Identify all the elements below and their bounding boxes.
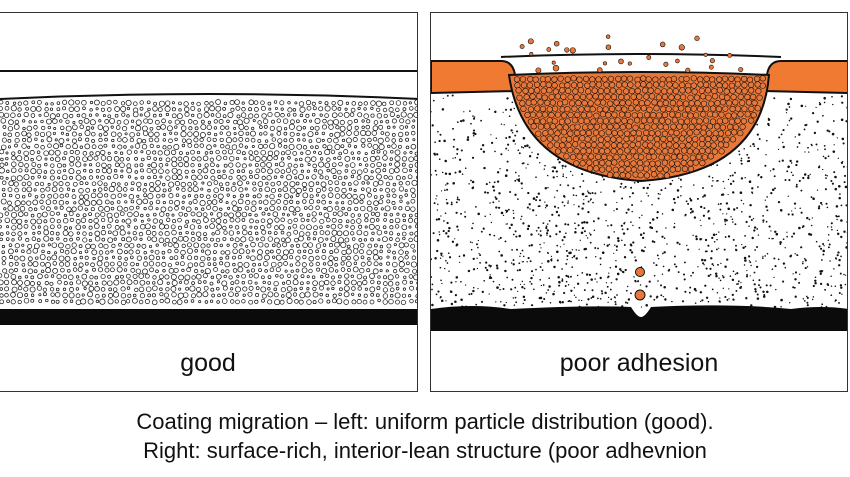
migrating-particle [634, 289, 646, 301]
migrating-particle [635, 267, 645, 277]
surface-coating-right [763, 60, 847, 94]
good-coating-illustration [0, 70, 417, 325]
substrate-layer [0, 309, 417, 325]
caption-line-1: Coating migration – left: uniform partic… [136, 409, 714, 434]
surface-film [500, 53, 782, 58]
panel-label-poor-adhesion: poor adhesion [559, 349, 719, 377]
concentrated-particles [513, 75, 766, 179]
panel-label-good: good [180, 349, 236, 377]
surface-coating-left [431, 60, 519, 95]
poor-adhesion-illustration [431, 34, 847, 331]
panel-good: good [0, 12, 418, 392]
caption-line-2: Right: surface-rich, interior-lean struc… [143, 438, 707, 463]
floating-particles [519, 34, 744, 74]
uniform-particles [0, 99, 417, 306]
panel-poor-adhesion: poor adhesion [430, 12, 848, 392]
substrate-layer [431, 305, 847, 331]
top-film-layer [0, 70, 417, 100]
